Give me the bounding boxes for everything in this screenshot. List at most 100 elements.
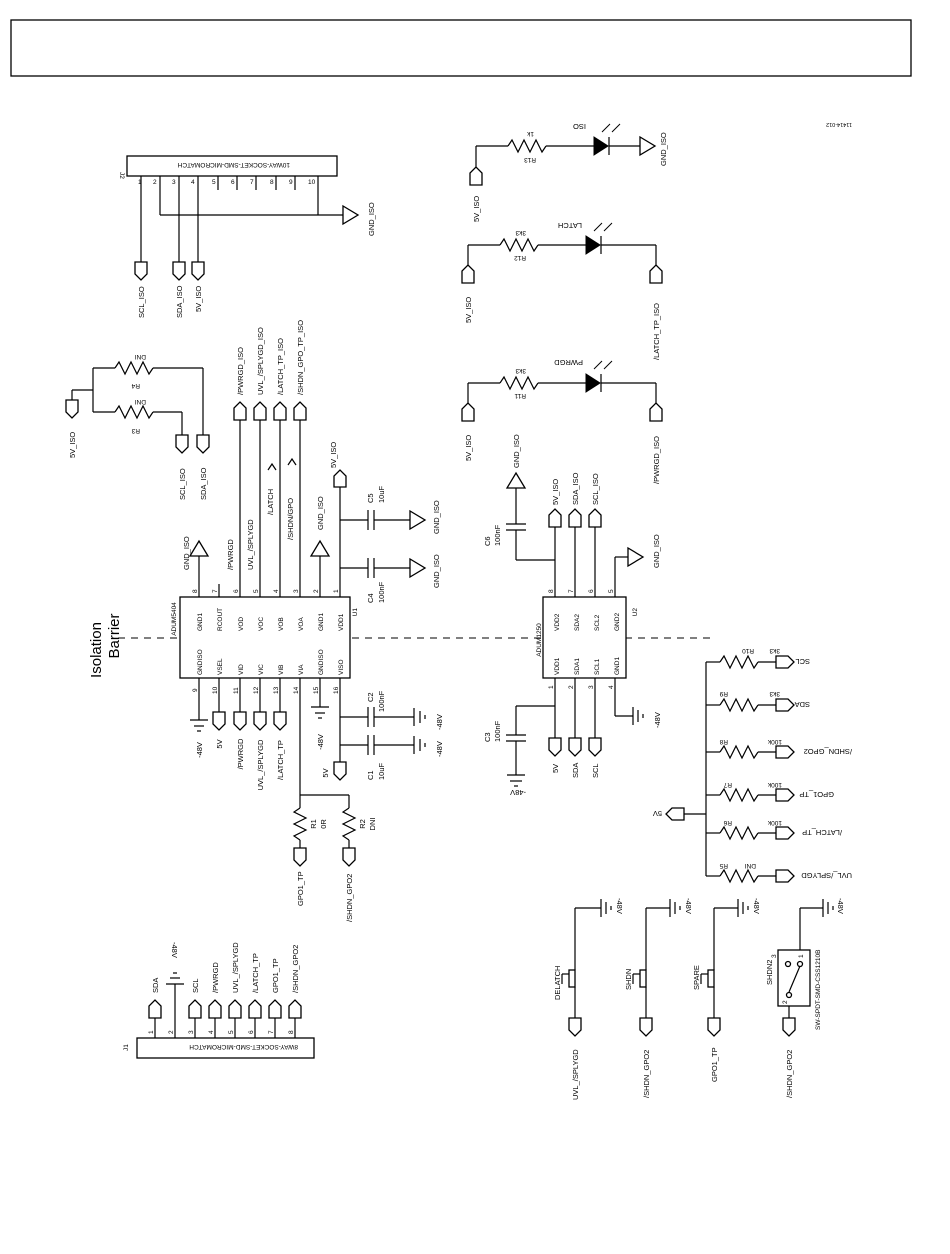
u1-pin-name: VOC (258, 617, 265, 631)
pullup-resistor-bank: 5V 3k3 R10 3k3 R9 100k R8 100k (653, 647, 852, 884)
net-label: /LATCH_TP_ISO (276, 338, 285, 395)
led-latch: 3k3 R12 LATCH 5V_ISO /LATCH_TP_ISO (461, 221, 663, 360)
switch-shdn2: 3 1 2 SHDN2 SW-SPDT-SMD-CSS1210B /SHDN_G… (765, 898, 845, 1098)
u1-pin-4-num: 4 (273, 589, 280, 593)
r4-ref: R4 (131, 382, 140, 389)
u2-pin-name: SDA1 (574, 658, 581, 675)
c4-value: 100nF (377, 581, 386, 603)
net-label: 5V_ISO (329, 442, 338, 468)
u2-pin-name: VDD2 (554, 613, 561, 631)
net-label: -48V (170, 942, 179, 958)
capacitors-u1-top: C5 10uF GND_ISO C4 100nF GND_ISO (340, 485, 441, 603)
u2-bottom-nets: 5V SDA SCL -48V C3 100nF -48V (483, 692, 662, 797)
u1-pin-15-num: 15 (313, 686, 320, 694)
isolation-barrier-label-2: Barrier (106, 613, 123, 658)
r6-value: 100k (767, 819, 782, 826)
led-latch-label: LATCH (558, 221, 582, 230)
r13-ref: R13 (524, 156, 536, 163)
j2-pin-3: 3 (172, 179, 176, 186)
u2-part: ADUM1250 (536, 623, 543, 657)
switch-delatch: DELATCH UVL_/SPLYGD -48V (553, 898, 624, 1100)
net-label: 5V (551, 764, 560, 773)
led-pwrgd: 3k3 R11 PWRGD 5V_ISO /PWRGD_ISO (461, 358, 663, 484)
r9-ref: R9 (719, 690, 728, 697)
u1-top-nets: GND_ISO /PWRGD UVL_/SPLYGD /LATCH /SHDN/… (182, 420, 347, 584)
net-label: SCL (795, 657, 810, 666)
net-label: -48V (653, 712, 662, 728)
rail-label: -48V (684, 898, 693, 914)
u2-pin-name: SDA2 (574, 614, 581, 631)
net-label: /LATCH_TP (276, 740, 285, 780)
j2-pin-7: 7 (250, 179, 254, 186)
r5-ref: R5 (719, 862, 728, 869)
net-label: UVL_/SPLYGD (246, 519, 255, 570)
j1-pin-8: 8 (288, 1030, 295, 1034)
u1-chip: U1 ADUM5404 8 7 6 5 4 3 2 1 GND1 RCOUT V… (171, 584, 359, 694)
u2-pin-6-num: 6 (588, 589, 595, 593)
c6-value: 100nF (493, 524, 502, 546)
net-label: /SHDN_GPO_TP_ISO (296, 320, 305, 395)
u1-pin-name: RCOUT (217, 608, 224, 631)
u1-pin-name: VISO (338, 659, 345, 675)
r12-value: 3k3 (515, 229, 526, 236)
u1-pin-13-num: 13 (273, 686, 280, 694)
net-label: GPO1_TP (710, 1047, 719, 1082)
net-label: 5V_ISO (68, 432, 77, 458)
u1-pin-name: VOD (238, 617, 245, 631)
u2-pin-5-num: 5 (608, 589, 615, 593)
u2-pin-2-num: 2 (568, 685, 575, 689)
net-label: GND_ISO (182, 536, 191, 570)
j2-ref: J2 (118, 172, 125, 179)
net-label: 5V_ISO (464, 435, 473, 461)
switch-label: SPARE (692, 965, 701, 990)
net-label: /PWRGD (236, 738, 245, 769)
c1-value: 10uF (377, 762, 386, 780)
net-label: -48V (510, 788, 526, 797)
c6-ref: C6 (483, 536, 492, 546)
net-label: SDA_ISO (199, 467, 208, 500)
r3-value: DNI (135, 398, 146, 405)
u1-pin-name: GNDISO (318, 649, 325, 675)
u1-pin-5-num: 5 (253, 589, 260, 593)
u2-pin-3-num: 3 (588, 685, 595, 689)
net-label: -48V (195, 742, 204, 758)
j1-pin-4: 4 (208, 1030, 215, 1034)
u2-pin-7-num: 7 (568, 589, 575, 593)
led-iso: 1k R13 ISO 5V_ISO GND_ISO (469, 122, 668, 222)
j2-pin-5: 5 (212, 179, 216, 186)
j2-part: 10WAY-SOCKET-SMD-MICROMATCH (177, 161, 290, 168)
net-label: /PWRGD (226, 539, 235, 570)
r7-ref: R7 (723, 781, 732, 788)
net-label: -48V (316, 734, 325, 750)
net-label: SCL_ISO (137, 286, 146, 318)
switch-label: SHDN2 (765, 960, 774, 985)
net-label: GND_ISO (316, 496, 325, 530)
r2-value: DNI (368, 818, 377, 831)
c2-value: 100nF (377, 690, 386, 712)
net-label: 5V_ISO (472, 196, 481, 222)
net-label: /SHDN_GPO2 (804, 747, 852, 756)
u2-ref: U2 (632, 608, 639, 617)
net-label: /SHDN/GPO (286, 498, 295, 540)
u2-chip: U2 ADUM1250 8 7 6 5 1 2 3 4 VDD2 SDA2 SC… (536, 585, 639, 692)
r5-value: DNI (745, 862, 756, 869)
u2-pin-name: GND2 (614, 613, 621, 631)
net-label: GPO1_TP (271, 958, 280, 993)
u2-pin-8-num: 8 (548, 589, 555, 593)
r1-value: 0R (319, 819, 328, 829)
led-iso-label: ISO (573, 122, 586, 131)
c3-ref: C3 (483, 732, 492, 742)
net-label: GPO1_TP (296, 871, 305, 906)
net-label: /SHDN_GPO2 (785, 1050, 794, 1098)
u2-pin-4-num: 4 (608, 685, 615, 689)
rail-label: -48V (615, 898, 624, 914)
c2-ref: C2 (366, 692, 375, 702)
r11-value: 3k3 (515, 367, 526, 374)
r10-ref: R10 (742, 647, 754, 654)
u1-pin-1-num: 1 (333, 589, 340, 593)
j2-pin-8: 8 (270, 179, 274, 186)
isolation-barrier-label-1: Isolation (88, 622, 105, 678)
r2-ref: R2 (358, 819, 367, 829)
u1-pin-7-num: 7 (212, 589, 219, 593)
